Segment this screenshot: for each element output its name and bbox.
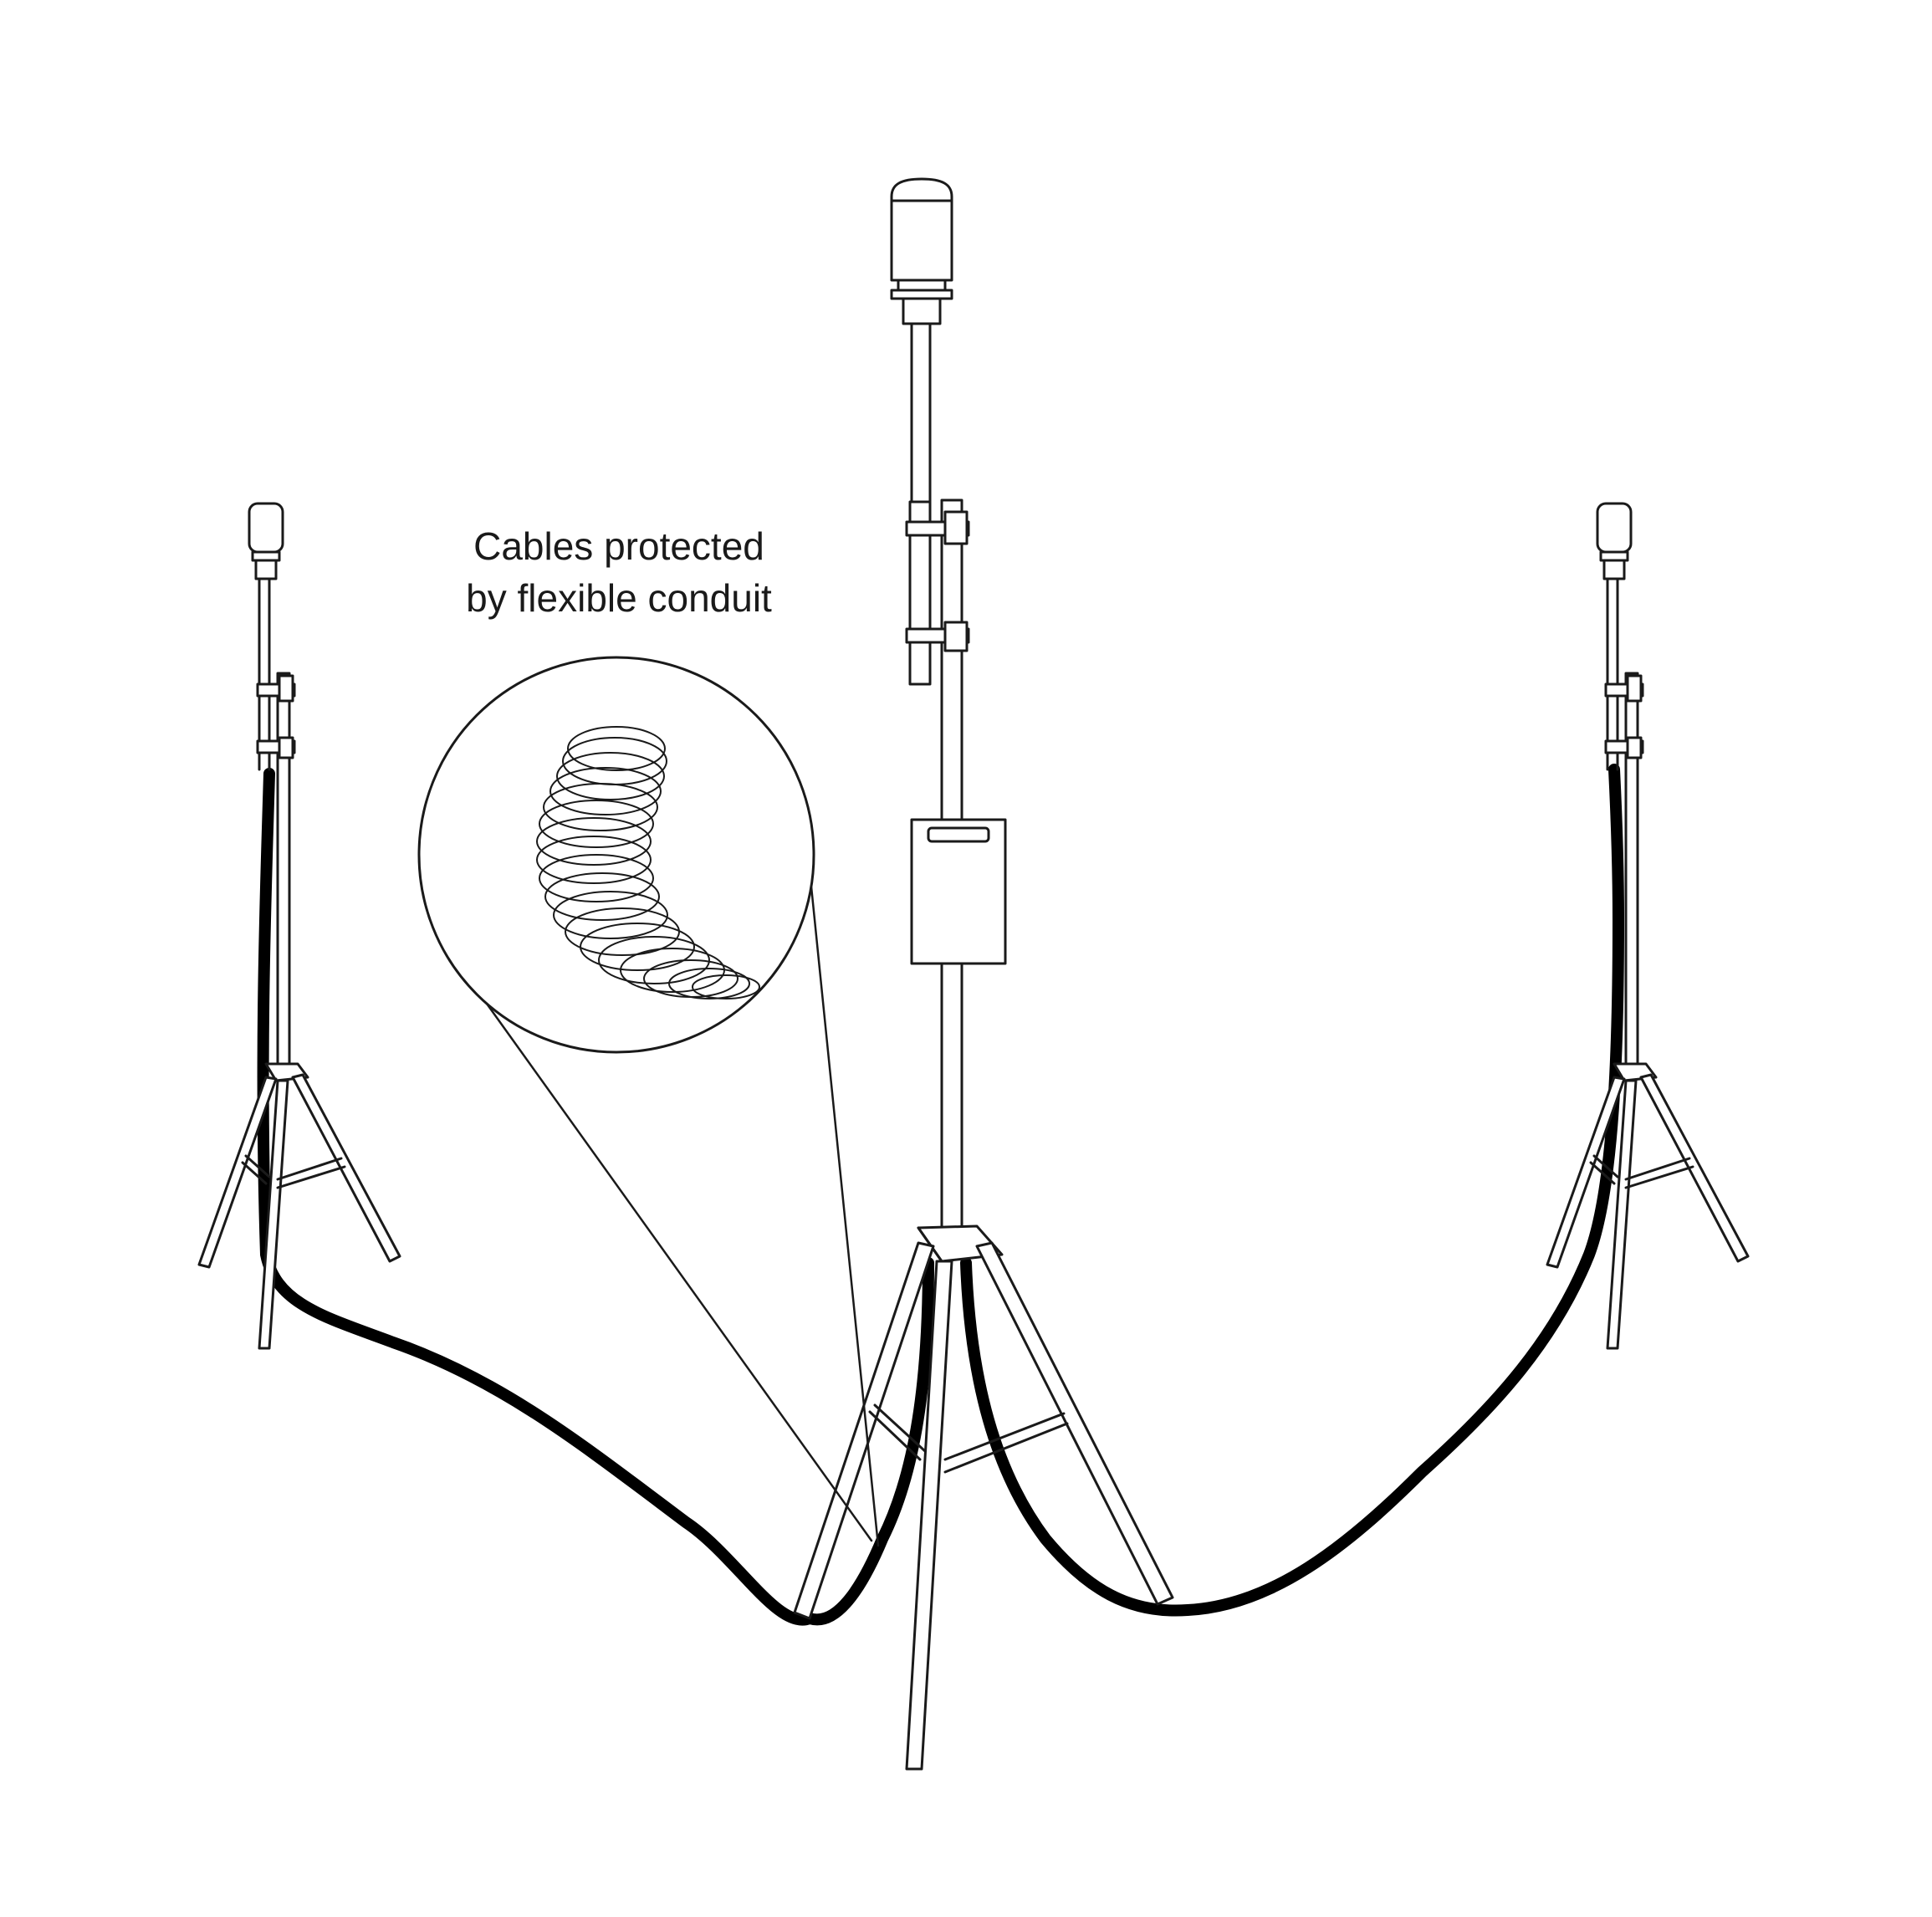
cable-left [263,774,810,1620]
callout-label-line-2: by flexible conduit [466,576,772,620]
control-box-icon [912,820,1005,964]
tripod-center [795,179,1173,1769]
callout-label-line-1: Cables protected [473,524,764,568]
cable-center-right [966,769,1618,1611]
cable-center-left [810,1263,928,1619]
sensor-head-icon [892,179,952,324]
tripod-left [199,504,400,1348]
callout-zoom [419,657,878,1546]
sensor-head-icon [249,504,283,579]
conduit-icon [537,727,759,999]
tripod-right [1547,504,1748,1348]
callout-label: Cables protected by flexible conduit [368,520,870,624]
sensor-head-icon [1597,504,1631,579]
